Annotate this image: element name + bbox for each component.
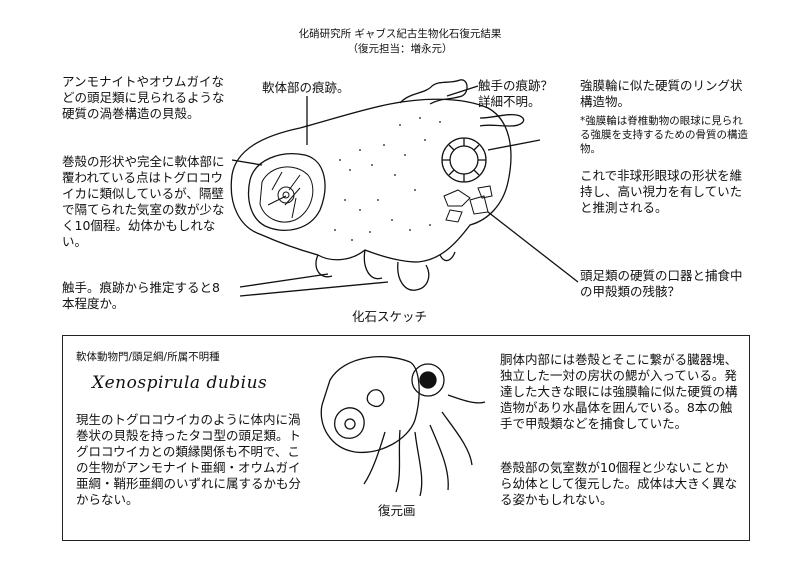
mouth-leader bbox=[487, 211, 579, 283]
shell-outline bbox=[247, 153, 326, 231]
soft-body-label: 軟体部の痕跡。 bbox=[262, 80, 350, 95]
fossil-body-outline bbox=[230, 98, 512, 263]
sclerotic-ring-sketch bbox=[441, 137, 487, 183]
tentacle-lobes bbox=[315, 249, 456, 291]
reconstruction-panel bbox=[62, 335, 750, 541]
shell-detail-note: 巻殻の形状や完全に軟体部に覆われている点はトグロコウイカに類似しているが、隔壁で… bbox=[62, 154, 225, 249]
eye-inference-note: これで非球形眼球の形状を維持し、高い視力を有していたと推測される。 bbox=[580, 168, 743, 215]
soft-tissue-stipple bbox=[334, 117, 441, 241]
page-subtitle: （復元担当：増永元） bbox=[347, 43, 453, 55]
sketch-caption: 化石スケッチ bbox=[352, 309, 428, 324]
tentacle-2 bbox=[414, 431, 423, 497]
reconstruction-caption: 復元画 bbox=[378, 503, 416, 518]
gill-cluster bbox=[366, 389, 385, 408]
eye-outer bbox=[411, 363, 445, 397]
tentacle-1 bbox=[395, 429, 401, 493]
reconstruction-description-right-2: 巻殻部の気室数が10個程と少ないことから幼体として復元した。成体は大きく異なる姿… bbox=[500, 460, 738, 507]
eye-lens bbox=[419, 371, 437, 389]
tentacles-leader-2 bbox=[239, 281, 389, 297]
page-title: 化硝研究所 ギャブス紀古生物化石復元結果 bbox=[298, 28, 502, 40]
sclerotic-ring-leader bbox=[487, 139, 541, 151]
tentacles-note: 触手。痕跡から推定すると8本程度か。 bbox=[62, 280, 220, 311]
tentacle-6 bbox=[363, 431, 386, 485]
tentacle-trace-top bbox=[399, 79, 468, 105]
tentacle-4 bbox=[441, 411, 473, 466]
tentacle-trace-leader bbox=[446, 85, 479, 97]
shell-chambers bbox=[259, 166, 314, 223]
mouth-note: 頭足類の硬質の口器と捕食中の甲殻類の残骸？ bbox=[580, 268, 743, 299]
shell-note: アンモナイトやオウムガイなどの頭足類に見られるような硬質の渦巻構造の貝殻。 bbox=[62, 74, 225, 121]
sclerotic-ring-footnote: *強膜輪は脊椎動物の眼球に見られる強膜を支持するための骨質の構造物。 bbox=[580, 115, 748, 155]
tentacle-5 bbox=[447, 394, 486, 404]
reconstruction-description-left: 現生のトグロコウイカのように体内に渦巻状の貝殻を持ったタコ型の頭足類。トグロコウ… bbox=[76, 412, 302, 507]
reconstruction-drawing bbox=[320, 356, 486, 497]
reconstruction-description-right-1: 胴体内部には巻殻とそこに繋がる臓器塊、独立した一対の房状の鰓が入っている。発達し… bbox=[500, 352, 738, 431]
tentacle-3 bbox=[429, 424, 449, 491]
sclerotic-ring-note: 強膜輪に似た硬質のリング状構造物。 bbox=[580, 78, 743, 109]
shell-spiral bbox=[334, 407, 365, 439]
tentacles-leader-1 bbox=[239, 273, 329, 288]
tentacle-trace-label: 触手の痕跡？ 詳細不明。 bbox=[478, 78, 554, 109]
mouth-parts-sketch bbox=[443, 185, 493, 223]
mantle-outline bbox=[320, 356, 420, 454]
species-name: Xenospirula dubius bbox=[92, 373, 268, 393]
taxonomy-label: 軟体動物門/頭足綱/所属不明種 bbox=[76, 351, 220, 363]
shell-leader bbox=[231, 159, 263, 166]
